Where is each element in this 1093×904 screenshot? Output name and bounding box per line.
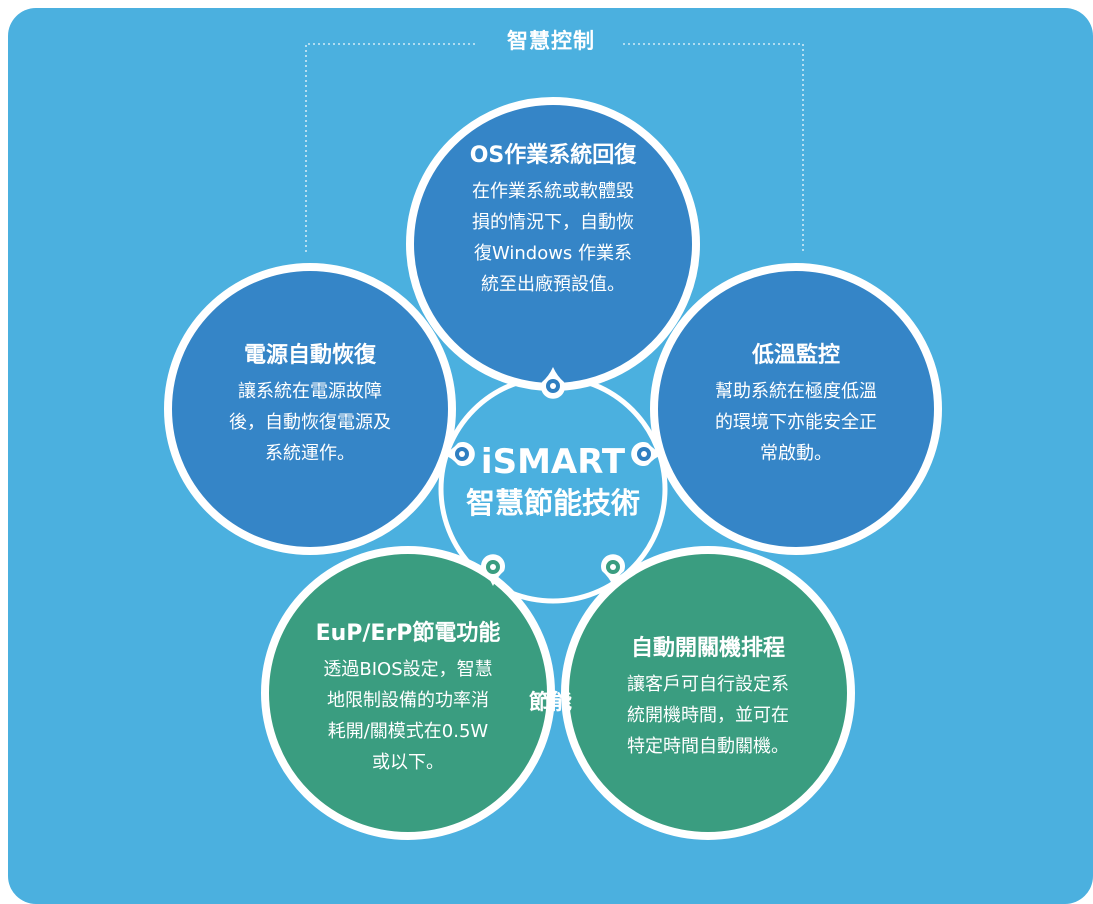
center-subtitle: 智慧節能技術 xyxy=(465,486,641,520)
power-recovery-body: 讓系統在電源故障 後，自動恢復電源及 系統運作。 xyxy=(229,376,391,469)
drop-marker-icon xyxy=(541,367,565,399)
auto-schedule-line: 讓客戶可自行設定系 xyxy=(627,674,789,695)
auto-schedule-line: 統開機時間，並可在 xyxy=(627,705,789,726)
circle-auto-schedule xyxy=(561,546,855,840)
low-temp-line: 幫助系統在極度低溫 xyxy=(715,381,877,402)
auto-schedule-line: 特定時間自動關機。 xyxy=(627,736,789,757)
eup-erp-line: 耗開/關模式在0.5W xyxy=(327,721,489,742)
os-recovery-line: 損的情況下，自動恢 xyxy=(472,212,634,233)
os-recovery-line: 在作業系統或軟體毀 xyxy=(472,181,634,202)
eup-erp-line: 或以下。 xyxy=(371,752,444,773)
top-bracket-line xyxy=(305,43,804,252)
power-recovery-line: 讓系統在電源故障 xyxy=(238,381,382,402)
eup-erp-line: 透過BIOS設定，智慧 xyxy=(323,659,493,680)
os-recovery-line: 復Windows 作業系 xyxy=(473,243,633,264)
auto-schedule-title: 自動開關機排程 xyxy=(630,636,786,661)
os-recovery-title: OS作業系統回復 xyxy=(469,143,637,168)
circle-eup-erp xyxy=(261,546,555,840)
low-temp-line: 的環境下亦能安全正 xyxy=(715,412,877,433)
drop-marker-icon xyxy=(601,554,625,586)
eup-erp-line: 地限制設備的功率消 xyxy=(326,690,489,711)
low-temp-title: 低溫監控 xyxy=(751,343,841,368)
drop-marker-icon xyxy=(631,442,663,466)
circle-power-recovery xyxy=(164,263,456,555)
center-brand: iSMART xyxy=(480,442,626,482)
power-recovery-title: 電源自動恢復 xyxy=(243,343,377,368)
os-recovery-body: 在作業系統或軟體毀 損的情況下，自動恢 復Windows 作業系 統至出廠預設值… xyxy=(472,176,634,300)
eup-erp-title: EuP/ErP節電功能 xyxy=(315,621,501,646)
os-recovery-line: 統至出廠預設值。 xyxy=(481,274,625,295)
power-recovery-line: 系統運作。 xyxy=(265,443,355,464)
low-temp-line: 常啟動。 xyxy=(760,443,832,464)
eup-erp-body: 透過BIOS設定，智慧 地限制設備的功率消 耗開/關模式在0.5W 或以下。 xyxy=(323,654,492,778)
top-section-label: 智慧控制 xyxy=(507,29,595,53)
bottom-section-label: 節能 xyxy=(529,690,573,714)
low-temp-body: 幫助系統在極度低溫 的環境下亦能安全正 常啟動。 xyxy=(715,376,877,469)
circle-low-temp xyxy=(650,263,942,555)
power-recovery-line: 後，自動恢復電源及 xyxy=(229,412,391,433)
auto-schedule-body: 讓客戶可自行設定系 統開機時間，並可在 特定時間自動關機。 xyxy=(627,669,789,762)
diagram-panel: 智慧控制 節能 iSMART 智慧節能技術 OS作業系統回復 在作業系統或軟體毀… xyxy=(8,8,1093,904)
drop-marker-icon xyxy=(443,442,475,466)
drop-marker-icon xyxy=(481,554,505,586)
diagram-canvas xyxy=(8,8,1093,904)
